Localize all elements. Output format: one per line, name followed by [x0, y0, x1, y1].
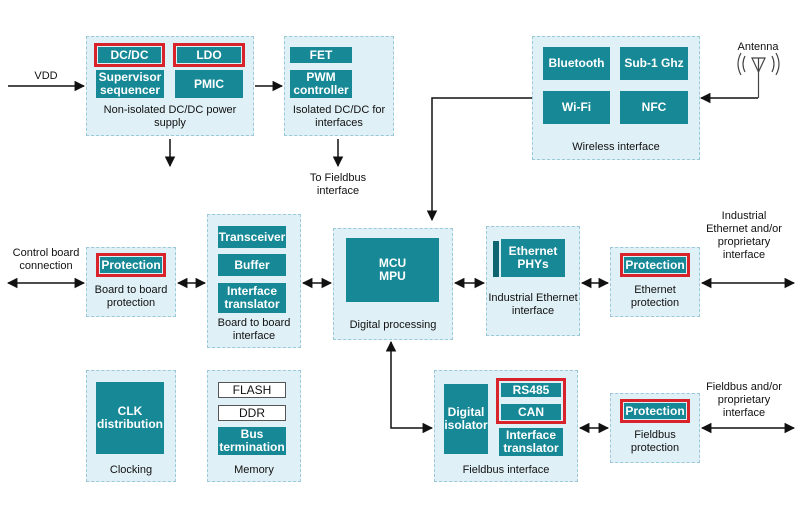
- dcdc-highlight: [94, 43, 165, 67]
- ddr-block: DDR: [218, 405, 286, 421]
- clk-distribution-block: CLK distribution: [96, 382, 164, 454]
- control-board-label: Control board connection: [12, 247, 80, 272]
- fieldbus-interface-translator-block: Interface translator: [499, 428, 563, 456]
- board-interface-caption: Board to board interface: [217, 317, 291, 342]
- ethernet-phys-block: Ethernet PHYs: [499, 237, 567, 279]
- memory-caption: Memory: [234, 464, 274, 476]
- industrial-external-label: Industrial Ethernet and/or proprietary i…: [706, 210, 782, 261]
- antenna-label: Antenna: [737, 41, 779, 53]
- buffer-block: Buffer: [218, 254, 286, 276]
- vdd-label: VDD: [34, 70, 58, 82]
- fet-block: FET: [290, 47, 352, 63]
- fieldbus-external-label: Fieldbus and/or proprietary interface: [706, 381, 782, 419]
- dcdc-block: DC/DC: [98, 47, 161, 63]
- nfc-block: NFC: [620, 91, 688, 124]
- mcu-to-fieldbus-arrow: [385, 340, 434, 434]
- ethernet-protection-caption: Ethernet protection: [630, 284, 680, 309]
- wireless-caption: Wireless interface: [572, 141, 660, 153]
- rs485-block: RS485: [501, 383, 561, 397]
- rs485-can-highlight: [496, 378, 566, 424]
- board-protection-highlight: [96, 253, 166, 277]
- transceiver-block: Transceiver: [218, 226, 286, 248]
- sub1ghz-block: Sub-1 Ghz: [620, 47, 688, 80]
- antenna-icon: [737, 52, 780, 98]
- supervisor-sequencer-block: Supervisor sequencer: [96, 70, 164, 98]
- flash-block: FLASH: [218, 382, 286, 398]
- fieldbus-interface-caption: Fieldbus interface: [462, 464, 550, 476]
- pwm-controller-block: PWM controller: [290, 70, 352, 98]
- bus-termination-block: Bus termination: [218, 427, 286, 455]
- industrial-ethernet-caption: Industrial Ethernet interface: [488, 292, 578, 317]
- wifi-block: Wi-Fi: [543, 91, 610, 124]
- digital-isolator-block: Digital isolator: [444, 384, 488, 454]
- board-protection-caption: Board to board protection: [94, 284, 168, 309]
- clocking-caption: Clocking: [109, 464, 153, 476]
- interface-translator-block: Interface translator: [218, 283, 286, 313]
- mcu-mpu-block: MCU MPU: [346, 238, 439, 302]
- fieldbus-protection-block: Protection: [624, 403, 686, 419]
- bluetooth-block: Bluetooth: [543, 47, 610, 80]
- wireless-to-mcu-arrow: [426, 97, 532, 222]
- board-protection-block: Protection: [100, 257, 162, 273]
- digital-processing-caption: Digital processing: [349, 319, 437, 331]
- ethernet-protection-highlight: [620, 253, 690, 277]
- ldo-block: LDO: [177, 47, 241, 63]
- isolated-caption: Isolated DC/DC for interfaces: [292, 104, 386, 129]
- can-block: CAN: [501, 404, 561, 420]
- fieldbus-protection-highlight: [620, 399, 690, 423]
- to-fieldbus-label: To Fieldbus interface: [309, 172, 367, 197]
- ethernet-protection-block: Protection: [624, 257, 686, 273]
- nonisolated-caption: Non-isolated DC/DC power supply: [103, 104, 237, 129]
- ldo-highlight: [173, 43, 245, 67]
- fieldbus-protection-caption: Fieldbus protection: [630, 429, 680, 454]
- pmic-block: PMIC: [175, 70, 243, 98]
